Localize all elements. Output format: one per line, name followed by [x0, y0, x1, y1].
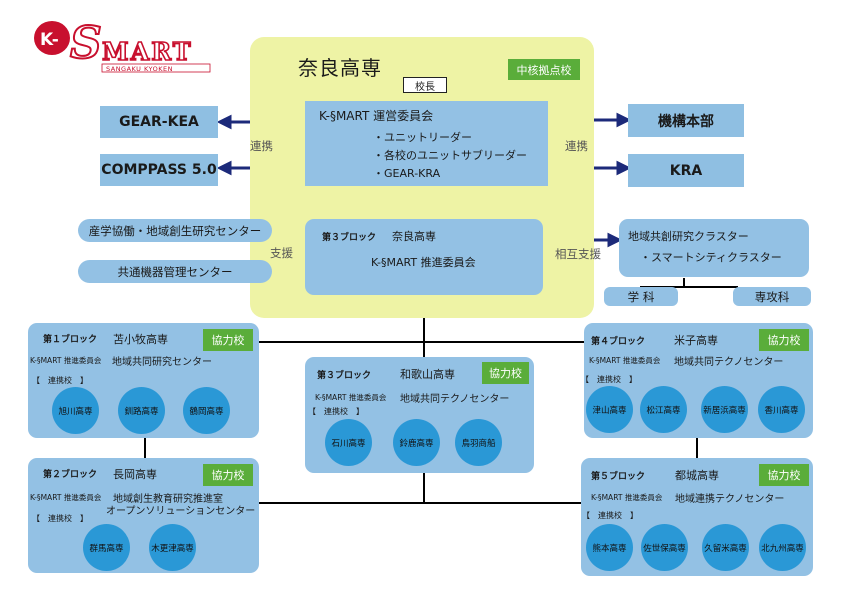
- block-center-2: オープンソリューションセンター: [106, 506, 256, 517]
- external-gear-kea: GEAR-KEA: [100, 106, 218, 138]
- block4-box: 第４ブロック 米子高専 協力校 K-§MART 推進委員会 地域共同テクノセンタ…: [581, 323, 813, 438]
- logo: K- S MART SANGAKU KYOKEN: [30, 12, 220, 77]
- partner-school: 旭川高専: [52, 387, 99, 434]
- committee-item: ・GEAR-KRA: [373, 167, 441, 180]
- block-school: 奈良高専: [392, 230, 436, 243]
- external-comppass: COMPPASS 5.0: [100, 154, 218, 186]
- support-label: 支援: [270, 246, 293, 260]
- partner-label: 【 連携校 】: [582, 511, 638, 520]
- block-center: 地域共同テクノセンター: [400, 394, 510, 405]
- block-committee: K-§MART 推進委員会: [371, 256, 476, 269]
- link-label-right: 連携: [565, 139, 588, 153]
- coop-tag: 協力校: [203, 329, 253, 351]
- partner-school: 久留米高専: [702, 524, 749, 571]
- partner-school: 熊本高専: [586, 524, 633, 571]
- logo-graphic: K- S MART SANGAKU KYOKEN: [34, 17, 211, 73]
- svg-text:MART: MART: [102, 37, 193, 66]
- block-center: 地域共同テクノセンター: [674, 357, 784, 368]
- partner-school: 北九州高専: [759, 524, 806, 571]
- committee-item: ・ユニットリーダー: [373, 131, 472, 144]
- partner-school: 香川高専: [758, 386, 805, 433]
- partner-school: 鶴岡高専: [183, 387, 230, 434]
- block-label: 第４ブロック: [591, 337, 646, 347]
- link-label-left: 連携: [250, 139, 273, 153]
- partner-school: 松江高専: [640, 386, 687, 433]
- support-center-sangaku: 産学協働・地域創生研究センター: [78, 219, 272, 242]
- external-kra: KRA: [628, 154, 744, 187]
- partner-school: 鈴鹿高専: [393, 419, 440, 466]
- block-committee: K-§MART 推進委員会: [315, 393, 387, 402]
- coop-tag: 協力校: [203, 464, 253, 486]
- block-label: 第１ブロック: [43, 335, 98, 345]
- block-school: 米子高専: [674, 334, 718, 347]
- cluster-item: ・スマートシティクラスター: [640, 251, 782, 264]
- partner-school: 木更津高専: [149, 524, 196, 571]
- partner-school: 群馬高専: [83, 524, 130, 571]
- svg-text:S: S: [70, 18, 102, 69]
- principal-box: 校長: [403, 77, 447, 93]
- committee-item: ・各校のユニットサブリーダー: [373, 149, 527, 162]
- block-label: 第３ブロック: [322, 233, 377, 243]
- committee-title: K-§MART 運営委員会: [319, 109, 434, 123]
- block-committee: K-§MART 推進委員会: [589, 356, 661, 365]
- block-committee: K-§MART 推進委員会: [30, 493, 102, 502]
- cluster-department: 学 科: [604, 287, 678, 306]
- block-label: 第２ブロック: [43, 470, 98, 480]
- page-title: 奈良高専: [298, 56, 382, 80]
- partner-school: 鳥羽商船: [455, 419, 502, 466]
- partner-school: 佐世保高専: [641, 524, 688, 571]
- cluster-box: 地域共創研究クラスター ・スマートシティクラスター: [619, 219, 809, 277]
- block1-box: 第１ブロック 苫小牧高専 協力校 K-§MART 推進委員会 地域共同研究センタ…: [28, 323, 259, 438]
- block-label: 第５ブロック: [591, 472, 646, 482]
- block5-box: 第５ブロック 都城高専 協力校 K-§MART 推進委員会 地域連携テクノセンタ…: [581, 458, 813, 576]
- support-center-equipment: 共通機器管理センター: [78, 260, 272, 283]
- svg-text:K-: K-: [40, 30, 59, 50]
- coop-tag: 協力校: [759, 464, 809, 486]
- block-committee: K-§MART 推進委員会: [591, 493, 663, 502]
- svg-text:SANGAKU KYOKEN: SANGAKU KYOKEN: [106, 65, 173, 73]
- partner-school: 石川高専: [325, 419, 372, 466]
- block3-nara-box: 第３ブロック 奈良高専 K-§MART 推進委員会: [305, 219, 543, 295]
- block-school: 苫小牧高専: [113, 333, 168, 346]
- block2-box: 第２ブロック 長岡高専 協力校 K-§MART 推進委員会 地域創生教育研究推進…: [28, 458, 259, 573]
- hub-school-tag: 中核拠点校: [508, 59, 580, 80]
- block-committee: K-§MART 推進委員会: [30, 356, 102, 365]
- coop-tag: 協力校: [759, 329, 809, 351]
- block-label: 第３ブロック: [317, 371, 372, 381]
- mutual-support-label: 相互支援: [555, 247, 601, 261]
- partner-label: 【 連携校 】: [32, 514, 88, 523]
- partner-label: 【 連携校 】: [581, 375, 637, 384]
- block-center: 地域連携テクノセンター: [675, 494, 785, 505]
- block-school: 和歌山高専: [400, 368, 455, 381]
- partner-school: 新居浜高専: [701, 386, 748, 433]
- cluster-graduate: 専攻科: [733, 287, 811, 306]
- coop-tag: 協力校: [482, 362, 529, 384]
- steering-committee: K-§MART 運営委員会 ・ユニットリーダー ・各校のユニットサブリーダー ・…: [305, 101, 548, 186]
- external-kikou-honbu: 機構本部: [628, 104, 744, 137]
- partner-school: 釧路高専: [118, 387, 165, 434]
- block3-wakayama-box: 第３ブロック 和歌山高専 協力校 K-§MART 推進委員会 地域共同テクノセン…: [305, 357, 534, 473]
- block-school: 長岡高専: [113, 468, 157, 481]
- partner-label: 【 連携校 】: [32, 376, 88, 385]
- block-school: 都城高専: [675, 469, 719, 482]
- partner-school: 津山高専: [586, 386, 633, 433]
- block-center: 地域創生教育研究推進室: [113, 494, 223, 505]
- cluster-title: 地域共創研究クラスター: [628, 230, 749, 243]
- block-center: 地域共同研究センター: [112, 357, 212, 368]
- partner-label: 【 連携校 】: [308, 407, 364, 416]
